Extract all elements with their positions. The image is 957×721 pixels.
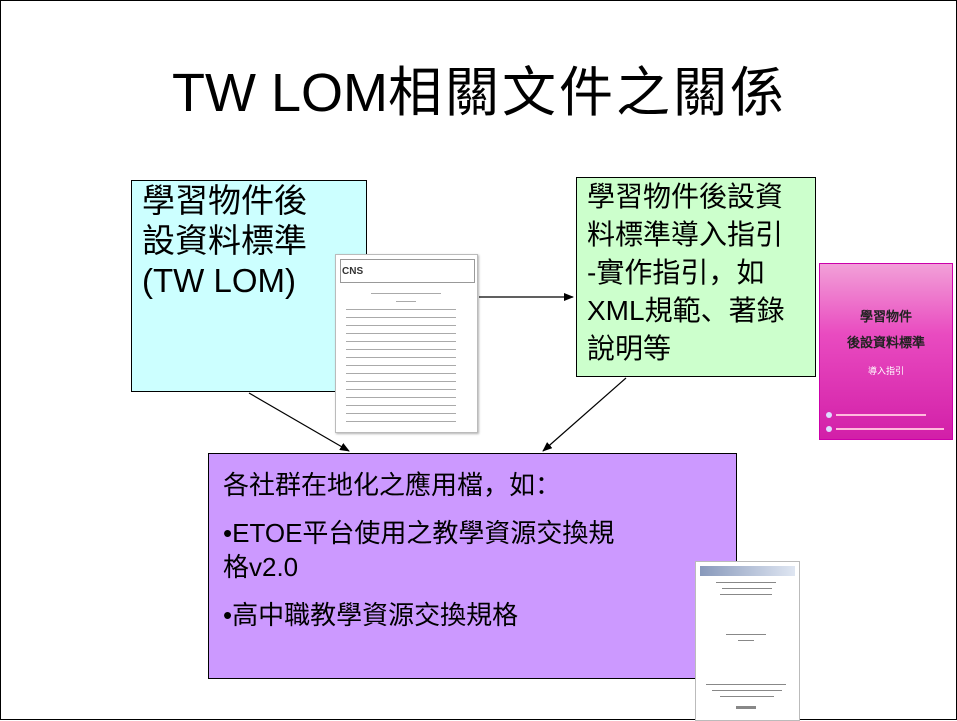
guide-line-4: XML規範、著錄	[587, 295, 785, 326]
cns-header	[340, 259, 475, 283]
apps-intro: 各社群在地化之應用檔，如：	[223, 470, 562, 500]
lom-line-3: (TW LOM)	[142, 262, 296, 299]
arrow-guide-to-apps	[542, 377, 627, 452]
title-cjk: 相關文件之關係	[387, 61, 787, 124]
spec-header-band	[700, 566, 795, 576]
cns-document-thumbnail: CNS	[335, 254, 478, 433]
apps-item-highschool: •高中職教學資源交換規格	[223, 600, 519, 630]
guide-line-2: 料標準導入指引	[587, 219, 784, 250]
book-title-line2: 後設資料標準	[846, 336, 925, 351]
slide-title: TW LOM相關文件之關係	[1, 63, 957, 123]
arrow-lom-to-apps	[248, 392, 350, 452]
lom-line-1: 學習物件後	[142, 182, 307, 219]
cns-mark: CNS	[342, 266, 364, 277]
guide-line-1: 學習物件後設資	[587, 181, 784, 212]
etoe-spec-thumbnail	[695, 561, 800, 721]
guide-book-cover: 學習物件 後設資料標準 導入指引	[819, 263, 953, 440]
implementation-guide-box: 學習物件後設資 料標準導入指引 -實作指引，如 XML規範、著錄 說明等	[576, 177, 816, 377]
guide-line-3: -實作指引，如	[587, 257, 765, 288]
community-applications-box: 各社群在地化之應用檔，如： •ETOE平台使用之教學資源交換規 格v2.0 •高…	[208, 453, 737, 679]
title-latin: TW LOM	[172, 63, 388, 123]
book-title-line1: 學習物件	[859, 310, 912, 325]
tw-lom-standard-box: 學習物件後 設資料標準 (TW LOM)	[131, 180, 367, 392]
apps-item-etoe-line1: •ETOE平台使用之教學資源交換規	[223, 518, 615, 548]
guide-line-5: 說明等	[587, 333, 672, 364]
apps-item-etoe-line2: 格v2.0	[223, 552, 299, 582]
lom-line-2: 設資料標準	[142, 222, 307, 259]
book-subtitle: 導入指引	[867, 367, 904, 377]
